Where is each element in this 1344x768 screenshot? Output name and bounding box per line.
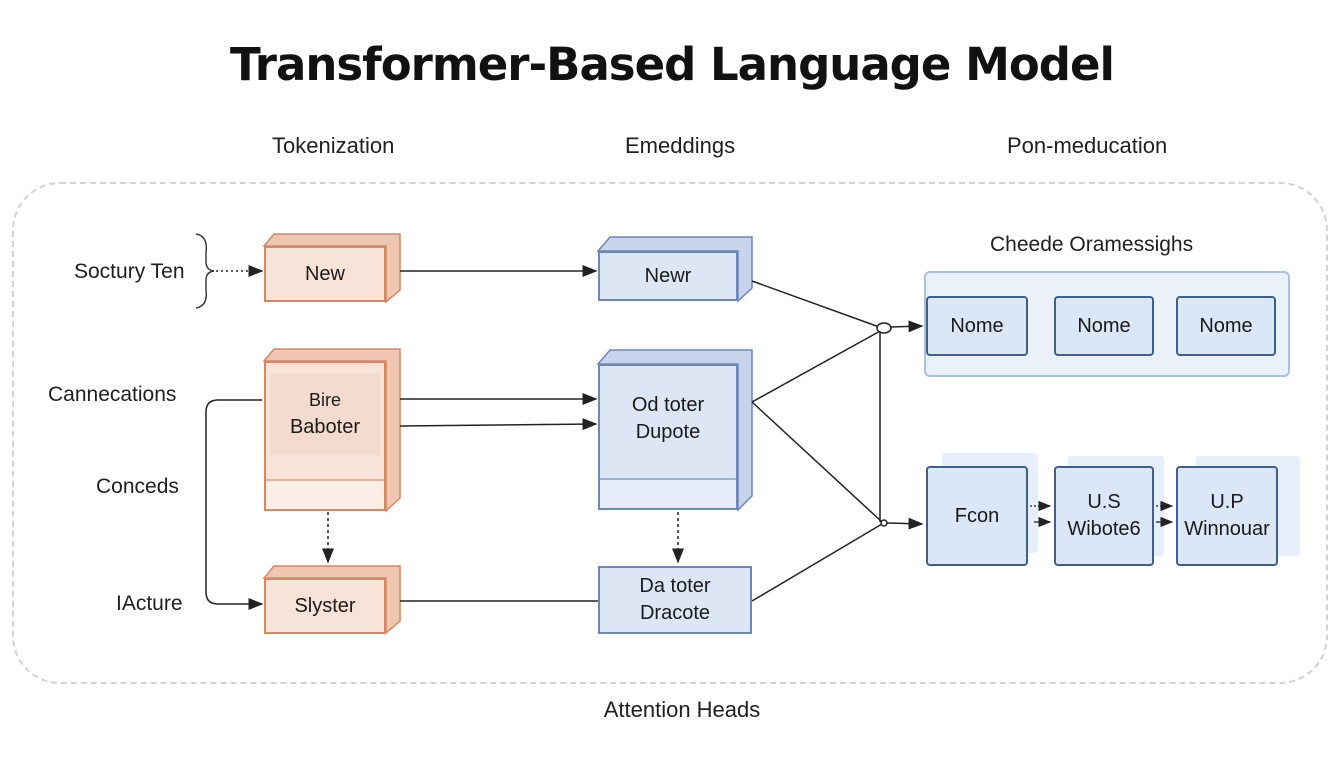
diagram-title: Transformer-Based Language Model (230, 38, 1115, 91)
side-label-lecture: IActure (116, 592, 183, 615)
side-label-sentence: Soctury Ten (74, 260, 185, 283)
group-title: Cheede Oramessighs (990, 233, 1194, 256)
connector (399, 418, 598, 431)
node-fcon[interactable]: Fcon (926, 466, 1028, 566)
node-label: Fcon (954, 504, 1000, 527)
group-node-label: Nome (950, 314, 1004, 337)
embed-box-label: Da toter (639, 575, 711, 597)
token-box-label: New (304, 262, 345, 285)
embed-box-od[interactable]: Od toter Dupote (598, 364, 738, 510)
side-label-connections: Cannecations (48, 383, 177, 406)
embed-box-footer (600, 478, 736, 508)
connector (886, 517, 924, 530)
column-header-tokenization: Tokenization (272, 133, 395, 158)
embed-box-label: Newr (644, 264, 692, 287)
column-header-output: Pon-meducation (1007, 133, 1168, 158)
embed-box-text: Od toter Dupote (632, 392, 704, 446)
token-box-inner: Bire Baboter (270, 373, 380, 455)
diagram-frame (12, 182, 1328, 684)
node-us[interactable]: U.S Wibote6 (1054, 466, 1154, 566)
node-label: U.S (1087, 491, 1121, 513)
token-box-label: Bire (308, 390, 341, 410)
node-label: Wibote6 (1067, 518, 1141, 540)
group-node-label: Nome (1199, 314, 1253, 337)
group-node-label: Nome (1077, 314, 1131, 337)
junction (876, 322, 892, 334)
junction (880, 519, 888, 527)
embed-box-newr[interactable]: Newr (598, 251, 738, 301)
embed-box-label: Od toter (631, 394, 705, 416)
connector (205, 399, 264, 610)
side-label-concepts: Conceds (96, 475, 179, 498)
node-up[interactable]: U.P Winnouar (1176, 466, 1278, 566)
connector (751, 329, 883, 403)
token-box-label: Slyster (294, 594, 356, 617)
connector (751, 401, 883, 523)
group-node-1[interactable]: Nome (926, 296, 1028, 356)
token-box-slyster[interactable]: Slyster (264, 578, 386, 634)
embed-box-label: Dracote (639, 602, 711, 624)
token-box-bire[interactable]: Bire Baboter (264, 361, 386, 511)
column-header-embeddings: Emeddings (625, 133, 736, 158)
group-node-3[interactable]: Nome (1176, 296, 1276, 356)
node-label: Winnouar (1184, 518, 1270, 540)
group-node-2[interactable]: Nome (1054, 296, 1154, 356)
connector (890, 320, 924, 333)
token-box-label: Baboter (289, 416, 361, 438)
brace (195, 233, 215, 309)
token-box-new[interactable]: New (264, 246, 386, 302)
node-label: U.P (1210, 491, 1244, 513)
connector (751, 523, 883, 602)
connector (751, 280, 883, 329)
token-box-footer (266, 479, 384, 509)
embed-box-label: Dupote (635, 421, 701, 443)
embed-box-da[interactable]: Da toter Dracote (598, 566, 752, 634)
footer-label: Attention Heads (603, 697, 761, 722)
